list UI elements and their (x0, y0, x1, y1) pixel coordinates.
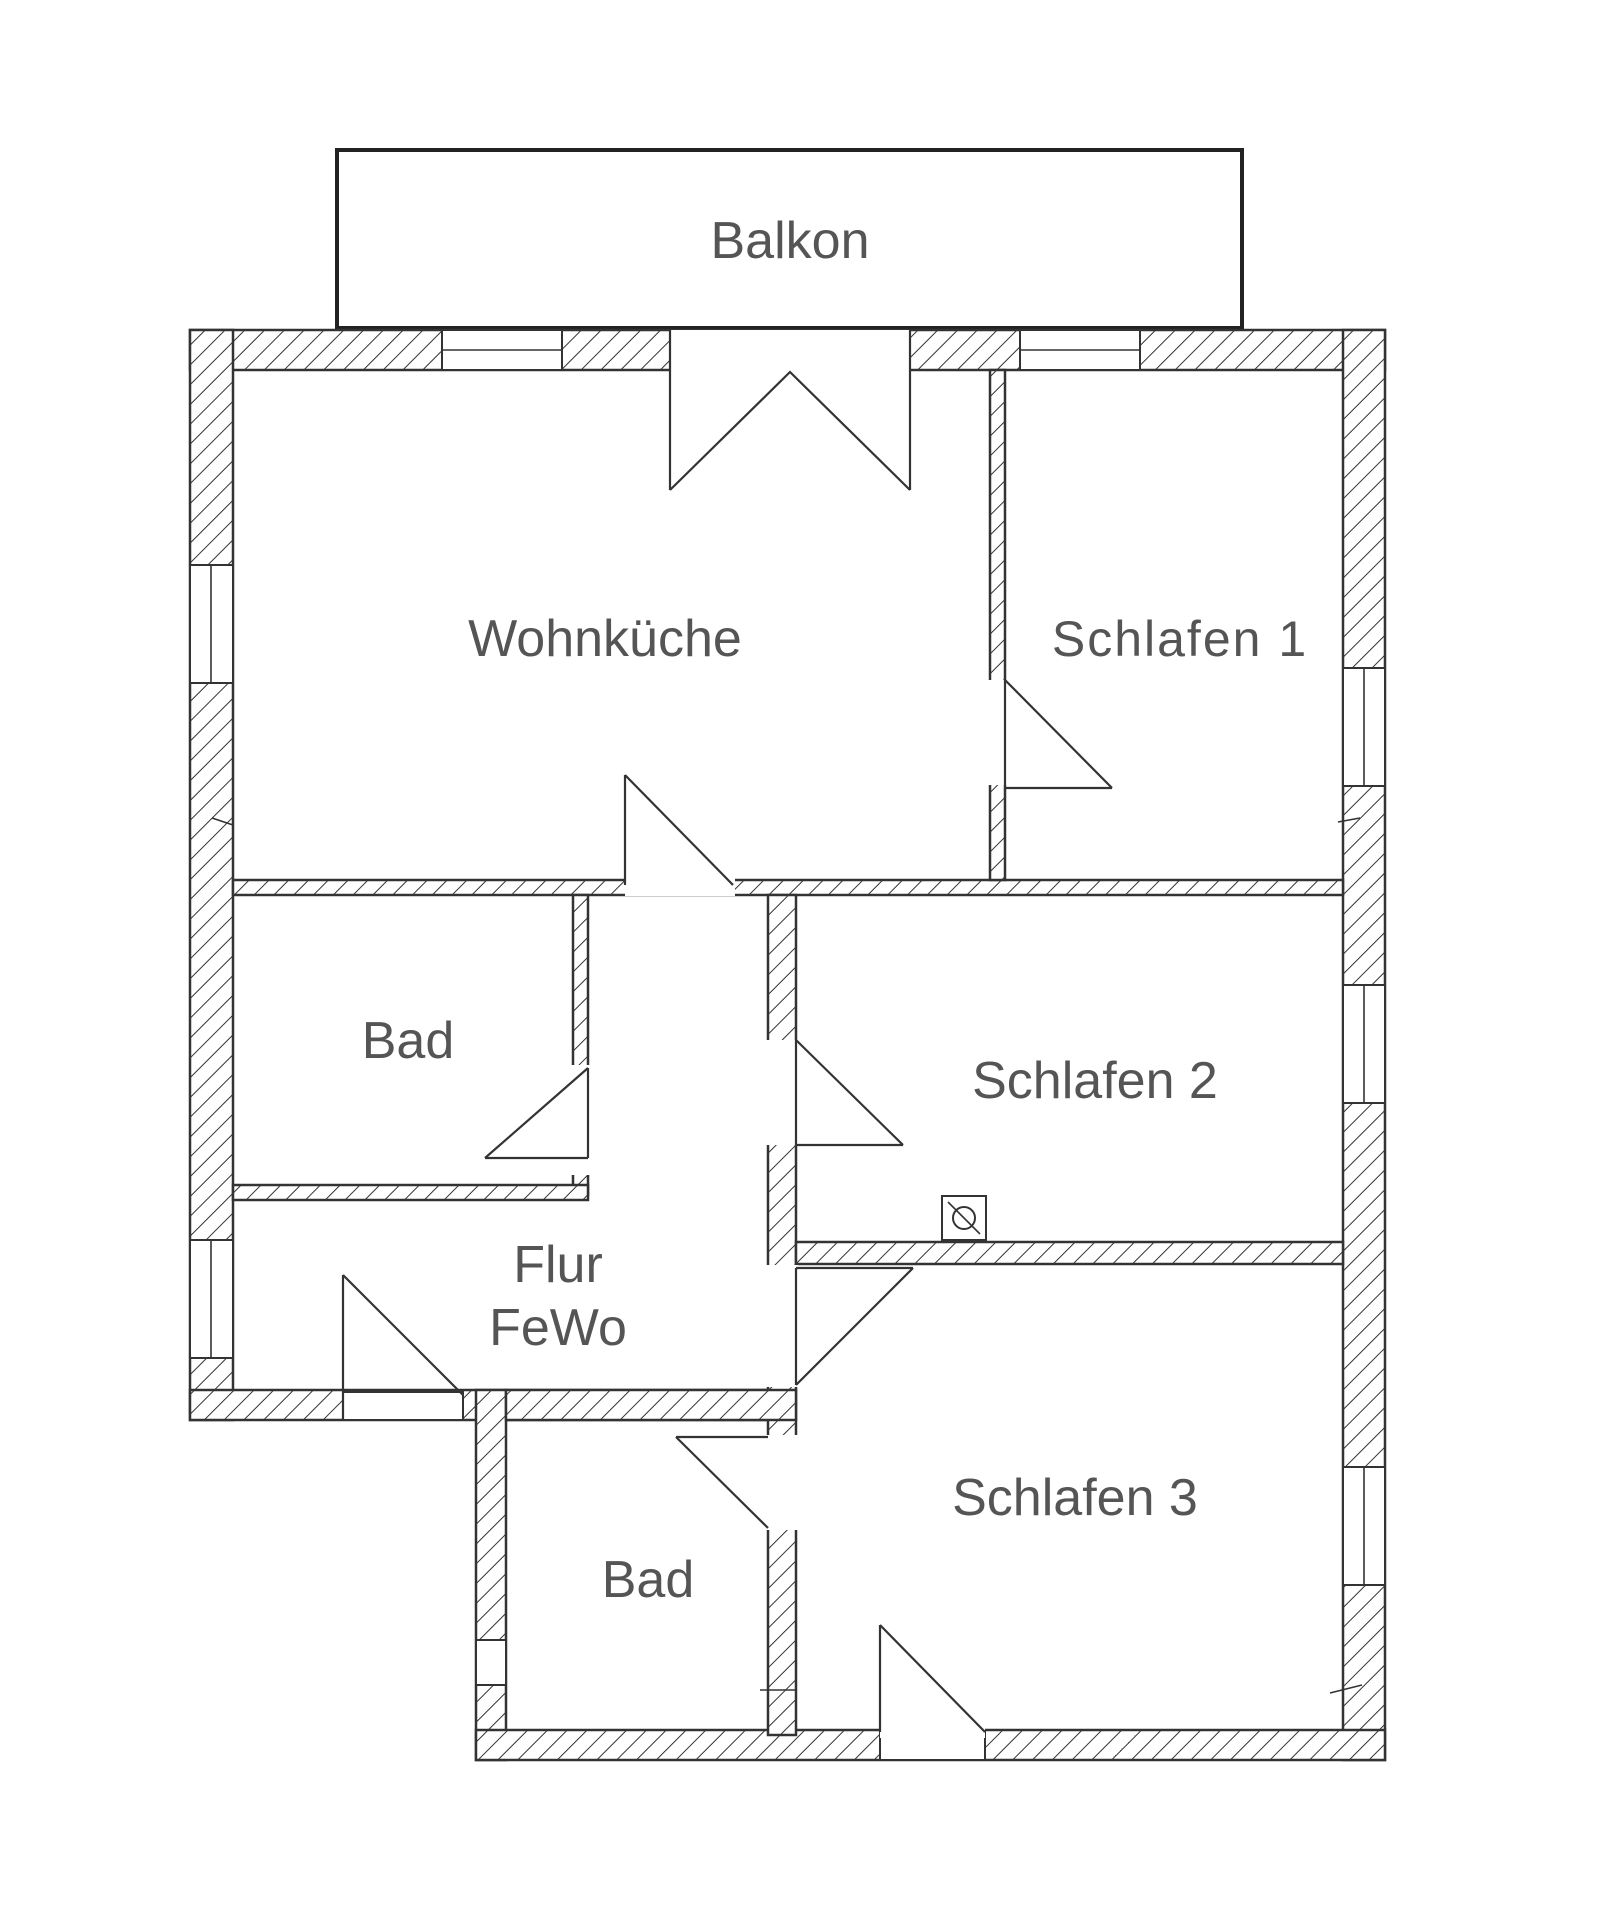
room-label-balkon: Balkon (711, 212, 870, 270)
shaft-symbol-icon (941, 1195, 987, 1241)
doors (341, 330, 1113, 1738)
room-labels: Balkon Wohnküche Schlafen 1 Bad Schlafen… (362, 212, 1308, 1609)
room-label-schlafen-2: Schlafen 2 (972, 1052, 1218, 1110)
room-label-flur: Flur (513, 1236, 603, 1294)
dimension-ticks (211, 817, 1363, 1694)
room-label-wohnkueche: Wohnküche (468, 610, 742, 668)
room-label-bad-top: Bad (362, 1012, 455, 1070)
room-label-schlafen-3: Schlafen 3 (952, 1469, 1198, 1527)
room-label-fewo: FeWo (489, 1299, 627, 1357)
room-label-bad-bottom: Bad (602, 1551, 695, 1609)
balcony (335, 148, 1244, 330)
room-label-schlafen-1: Schlafen 1 (1052, 611, 1308, 667)
